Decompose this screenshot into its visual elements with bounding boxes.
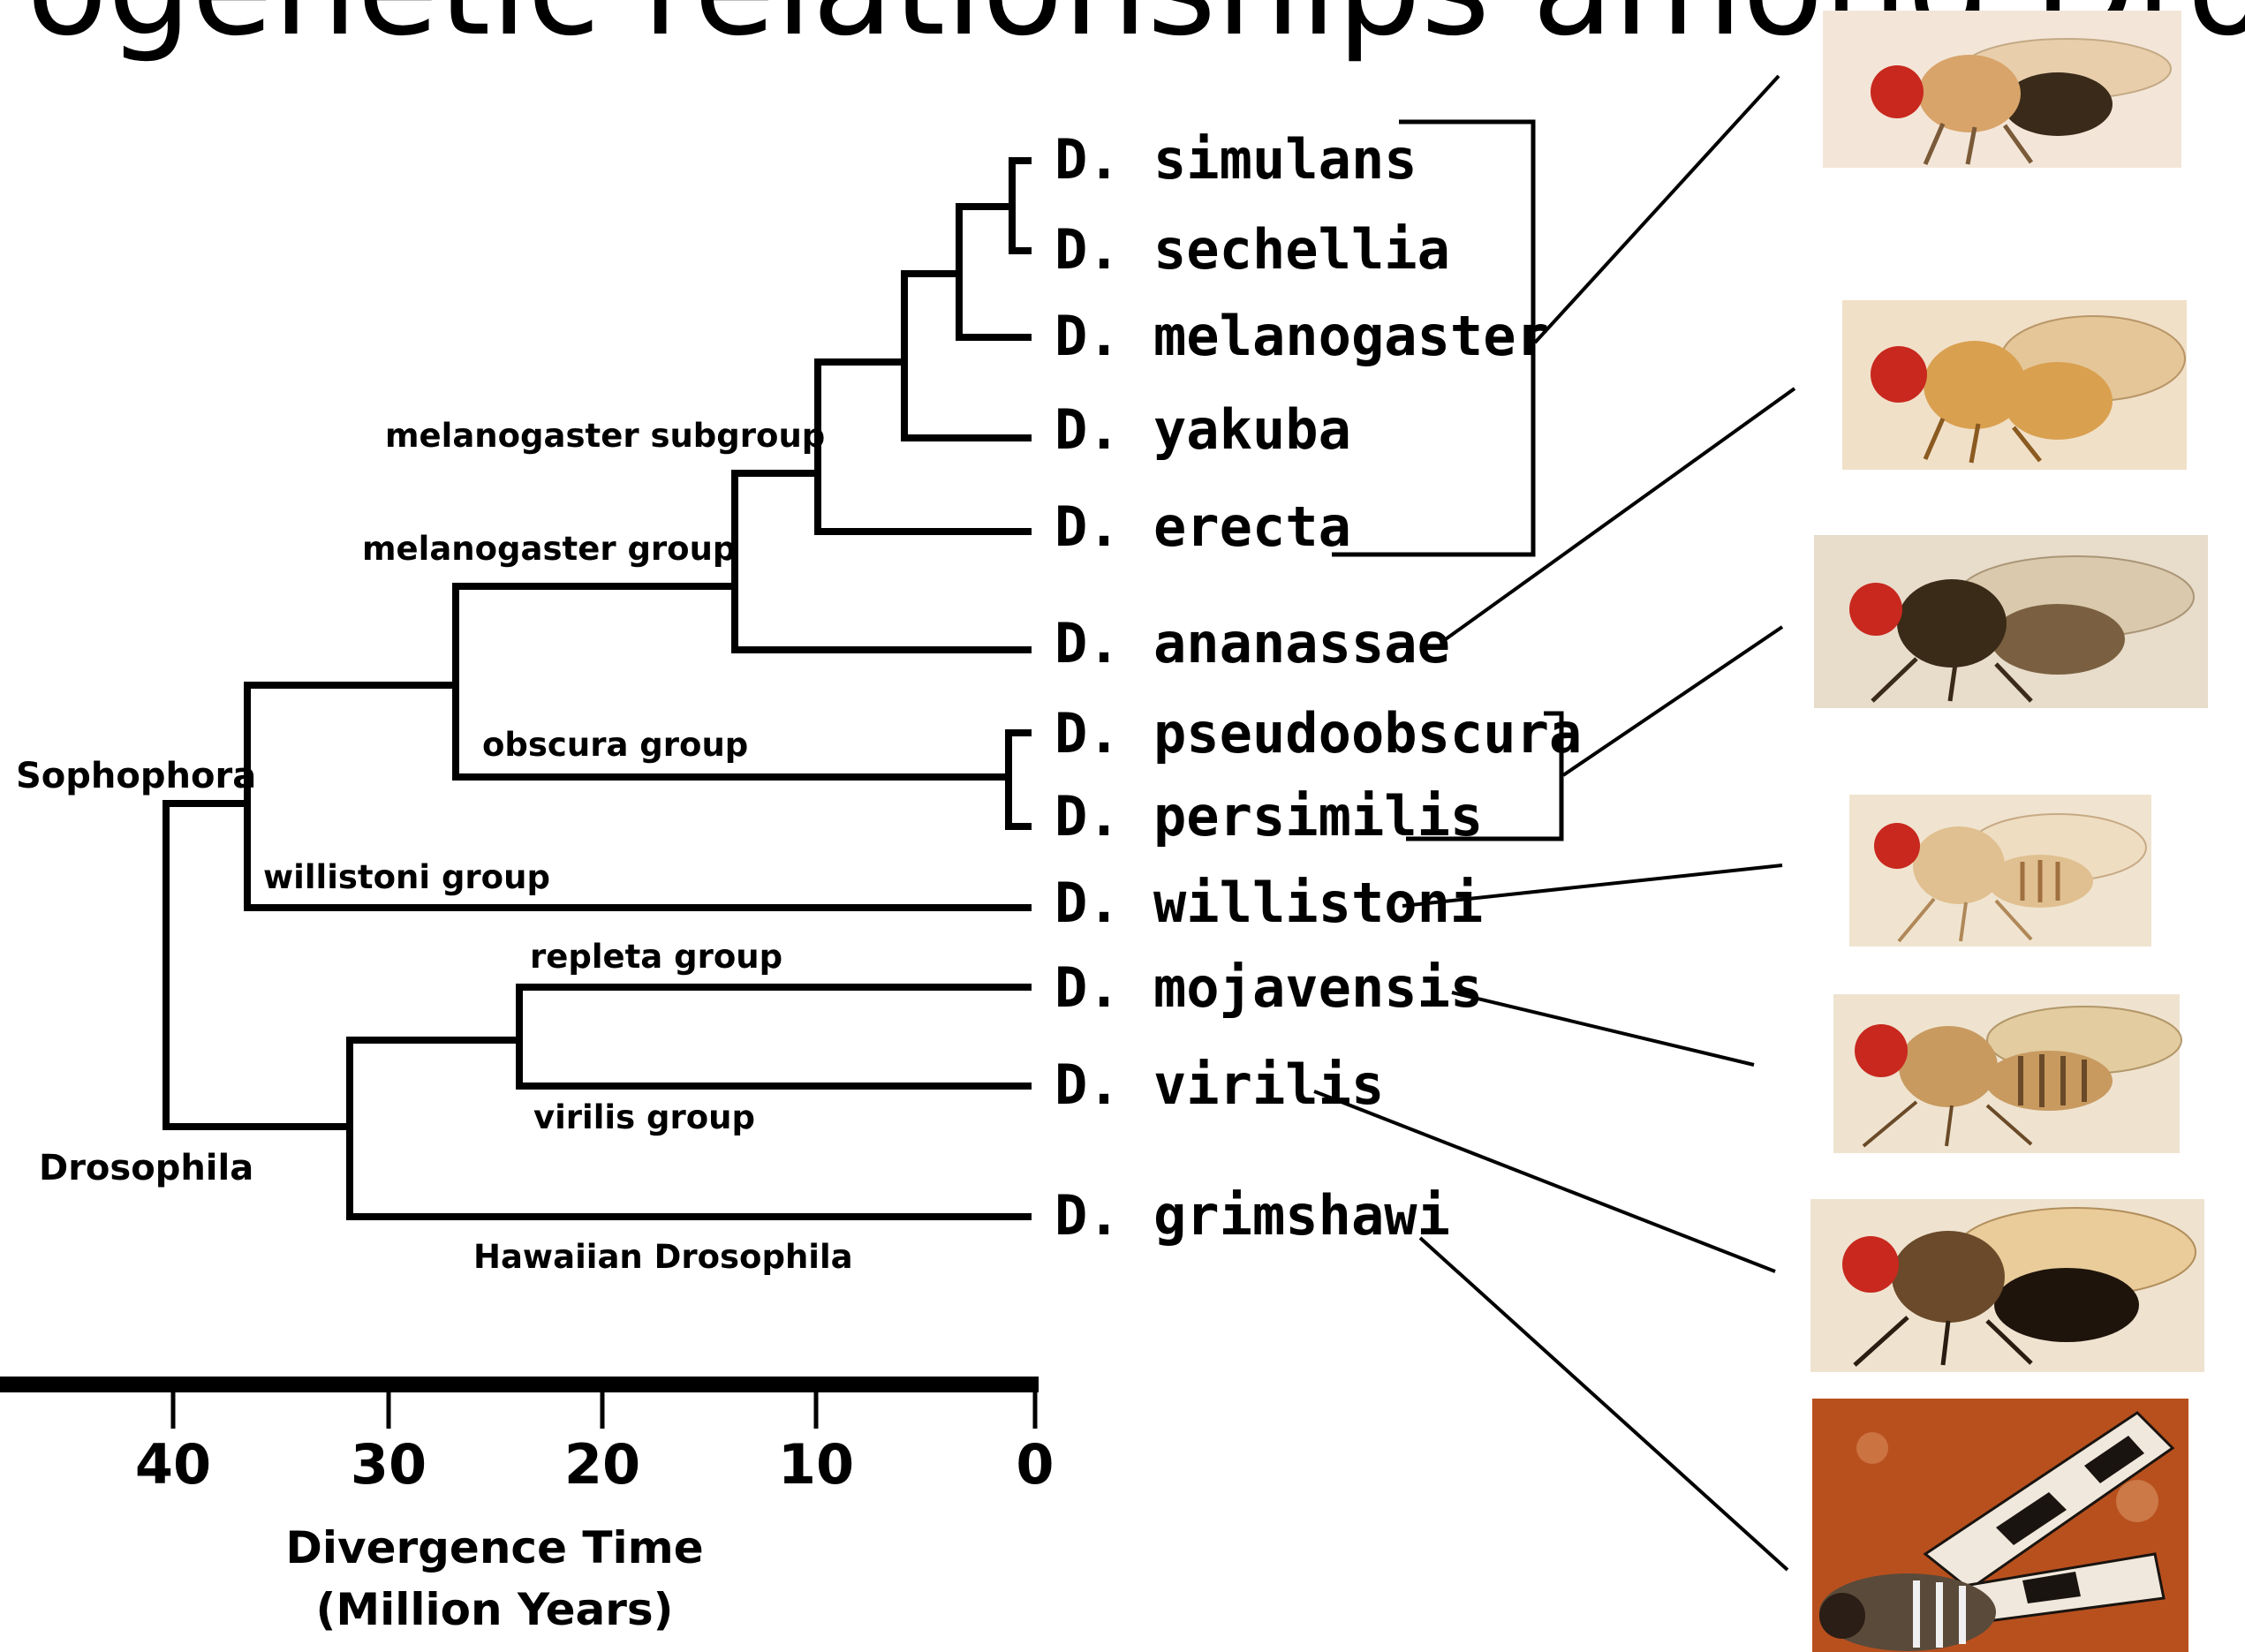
group-label-hawaiian: Hawaiian Drosophila [473, 1238, 853, 1276]
fly-eye [1871, 65, 1924, 118]
fly-eye [1855, 1024, 1908, 1077]
fly-thorax [1918, 55, 2021, 132]
fly-abdomen [1985, 1051, 2113, 1111]
species-label: D. sechellia [1054, 217, 1450, 282]
phylogenetic-tree [166, 161, 1028, 1217]
species-label: D. ananassae [1054, 611, 1450, 675]
fly-eye [1849, 583, 1902, 636]
group-label-melanogaster-group: melanogaster group [362, 530, 736, 568]
fly-photo [1833, 994, 2181, 1153]
axis-title: Divergence Time [285, 1522, 703, 1573]
species-label: D. pseudoobscura [1054, 701, 1582, 766]
fly-abdomen [1994, 1268, 2139, 1342]
fly-photo [1810, 1199, 2204, 1372]
photo-texture [2116, 1480, 2158, 1522]
axis-title: (Million Years) [315, 1584, 673, 1635]
connector-line [1420, 1238, 1788, 1570]
species-label: D. virilis [1054, 1052, 1384, 1117]
fly-thorax [1897, 579, 2007, 668]
fly-abdomen [2003, 72, 2113, 136]
group-label-obscura-group: obscura group [482, 726, 748, 764]
fly-abdomen [1991, 604, 2125, 675]
group-label-melanogaster-subgroup: melanogaster subgroup [385, 417, 825, 455]
clade-label-drosophila: Drosophila [39, 1148, 253, 1188]
species-label: D. melanogaster [1054, 304, 1549, 368]
photo-texture [1856, 1432, 1888, 1464]
fly-photo [1849, 795, 2151, 947]
fly-thorax [1892, 1231, 2005, 1323]
fly-thorax [1913, 826, 2005, 904]
group-label-repleta-group: repleta group [530, 938, 782, 976]
fly-eye [1819, 1593, 1865, 1639]
group-label-willistoni-group: willistoni group [263, 858, 550, 896]
species-label: D. grimshawi [1054, 1183, 1450, 1248]
axis-tick-label: 10 [778, 1432, 854, 1497]
axis-tick-label: 30 [351, 1432, 427, 1497]
fly-photo [1814, 535, 2208, 708]
connector-line [1443, 388, 1795, 641]
species-label: D. erecta [1054, 494, 1351, 559]
species-labels: D. simulans D. sechellia D. melanogaster… [1054, 127, 1582, 1248]
axis-tick-label: 40 [135, 1432, 211, 1497]
time-axis: 40 30 20 10 0 Divergence Time (Million Y… [0, 1377, 1054, 1635]
fly-eye [1871, 346, 1927, 403]
fly-thorax [1899, 1026, 1998, 1107]
fly-photos [1810, 11, 2208, 1652]
species-label: D. simulans [1054, 127, 1417, 192]
fly-eye [1842, 1236, 1899, 1293]
clade-label-sophophora: Sophophora [16, 756, 256, 796]
axis-bar [0, 1377, 1039, 1392]
fly-eye [1874, 823, 1920, 869]
connector-line [1452, 992, 1754, 1065]
fly-photo [1812, 1399, 2188, 1652]
axis-tick-label: 20 [564, 1432, 640, 1497]
species-label: D. mojavensis [1054, 955, 1483, 1020]
fly-thorax [1924, 341, 2026, 429]
fly-photo [1823, 11, 2181, 168]
axis-tick-label: 0 [1016, 1432, 1054, 1497]
fly-photo [1842, 300, 2187, 470]
group-label-virilis-group: virilis group [533, 1098, 755, 1136]
connector-line [1535, 76, 1779, 343]
connector-line [1563, 627, 1782, 775]
species-label: D. yakuba [1054, 397, 1351, 462]
